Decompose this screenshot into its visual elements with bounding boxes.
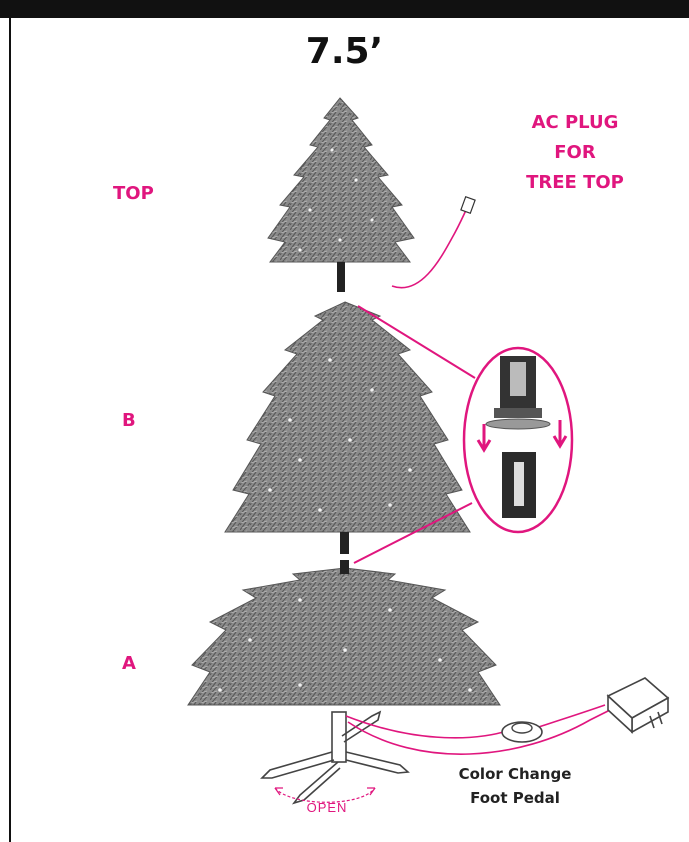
stand-open-label: OPEN (307, 800, 348, 815)
tree-top-section-icon (268, 98, 414, 292)
connector-detail-icon (464, 348, 572, 532)
ac-adapter-icon (608, 678, 668, 732)
foot-pedal-icon (502, 722, 542, 742)
tree-stand-icon (262, 712, 408, 803)
power-cord (346, 700, 630, 754)
tree-bottom-section-icon (188, 560, 500, 705)
stand-open-indicator: OPEN (275, 788, 375, 815)
tree-middle-section-icon (225, 302, 470, 554)
tree-top-plug-wire (392, 197, 475, 288)
